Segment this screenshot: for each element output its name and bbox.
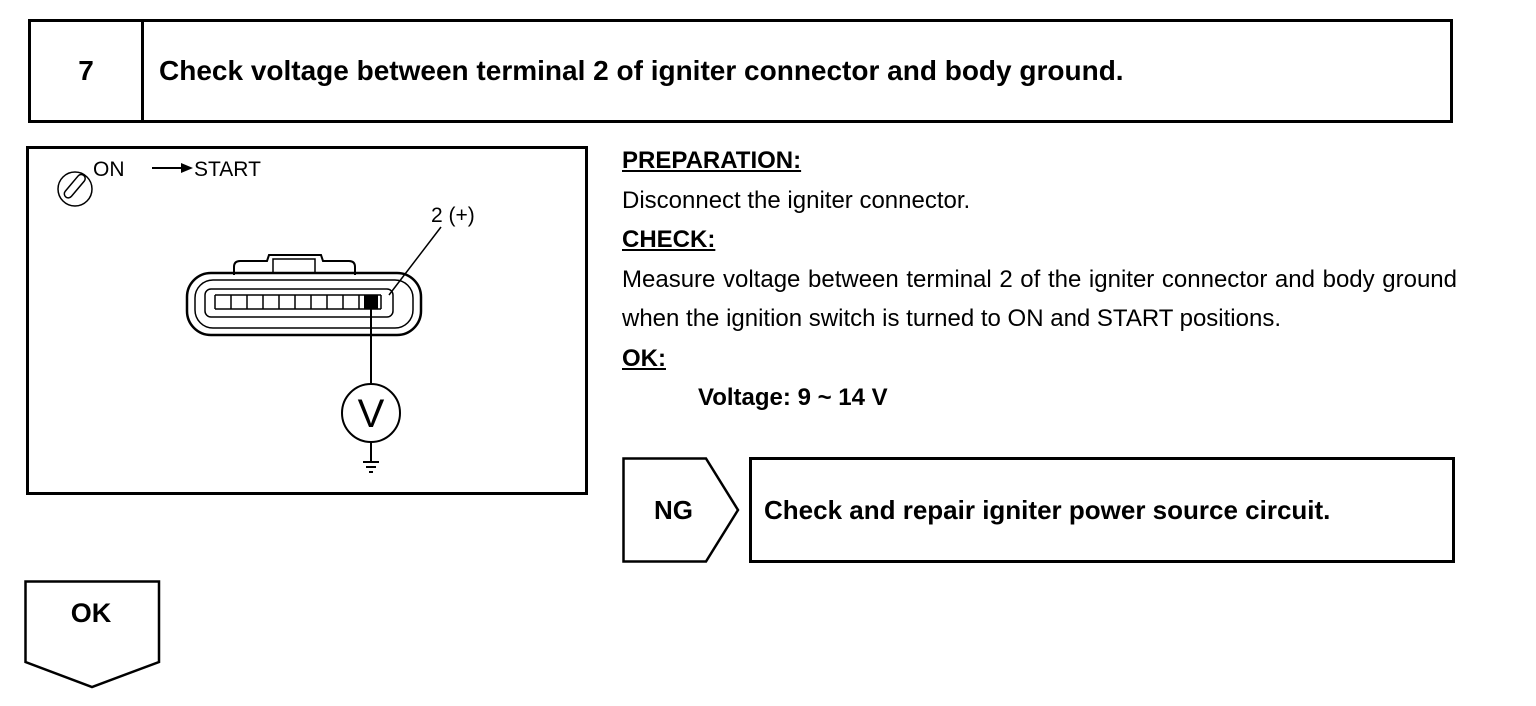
switch-start-label: START bbox=[194, 158, 261, 181]
preparation-heading: PREPARATION: bbox=[622, 147, 802, 174]
switch-on-label: ON bbox=[93, 158, 125, 181]
preparation-text: Disconnect the igniter connector. bbox=[622, 186, 971, 214]
ng-action: Check and repair igniter power source ci… bbox=[749, 457, 1455, 563]
voltmeter-symbol: V bbox=[358, 392, 385, 436]
connector-diagram: ON START 2 (+) bbox=[57, 158, 475, 473]
voltmeter-icon: V bbox=[341, 383, 401, 443]
ground-icon bbox=[363, 461, 379, 473]
ng-branch: NG Check and repair igniter power source… bbox=[622, 457, 1455, 563]
step-title: Check voltage between terminal 2 of igni… bbox=[159, 55, 1124, 86]
terminal-label: 2 (+) bbox=[431, 204, 475, 227]
procedure-text: PREPARATION: Disconnect the igniter conn… bbox=[622, 141, 1457, 418]
ok-branch: OK bbox=[24, 580, 162, 690]
connector-illustration: ON START 2 (+) bbox=[26, 146, 588, 495]
step-number: 7 bbox=[31, 22, 144, 120]
ok-heading: OK: bbox=[622, 344, 666, 372]
voltage-spec: Voltage: 9 ~ 14 V bbox=[698, 384, 888, 411]
arrow-right-icon bbox=[152, 163, 193, 173]
ng-arrow-shape bbox=[622, 457, 740, 563]
connector-icon bbox=[185, 254, 423, 337]
step-header: 7 Check voltage between terminal 2 of ig… bbox=[28, 19, 1453, 123]
ng-label: NG bbox=[654, 494, 693, 525]
ignition-key-icon bbox=[57, 171, 93, 207]
check-heading: CHECK: bbox=[622, 226, 716, 253]
check-text: Measure voltage between terminal 2 of th… bbox=[622, 265, 1457, 333]
ok-arrow-shape bbox=[24, 580, 161, 689]
terminal-leader-line bbox=[388, 226, 442, 296]
ok-label: OK bbox=[70, 598, 112, 628]
